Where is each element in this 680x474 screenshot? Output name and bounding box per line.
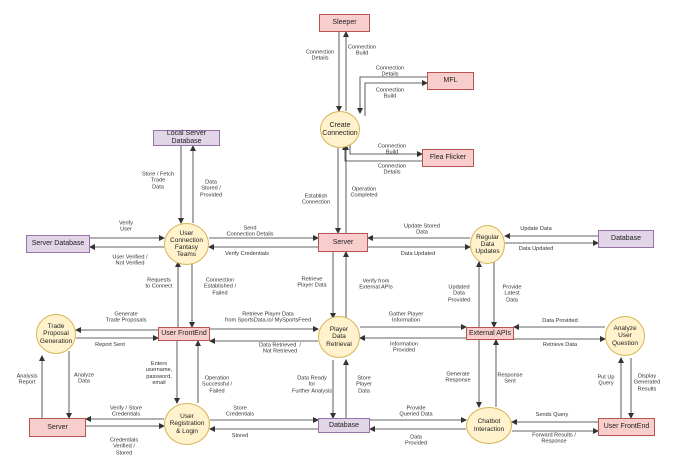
edge-create-to-flea (349, 145, 423, 157)
edge-label: Data Ready for Further Analysis (291, 375, 333, 395)
edge-label: Retrieve Data (542, 341, 578, 348)
user-connection-process[interactable]: User Connection Fantasy Teams (164, 223, 209, 265)
edge-label: Data Retrieved / Not Retrieved (259, 342, 301, 355)
edge-label: Establish Connection (301, 193, 331, 206)
trade-proposal-process[interactable]: Trade Proposal Generation (36, 314, 76, 354)
edge-label: Updated Data Provided (447, 284, 471, 304)
edge-label: Operation Successful / Failed (201, 375, 233, 395)
local-server-database-node[interactable]: Local Server Database (153, 130, 220, 146)
edge-label: Report Sent (95, 341, 125, 348)
server-bottom-node[interactable]: Server (29, 418, 86, 437)
edge-mfl-to-create (357, 76, 427, 114)
edge-label: Display Generated Results (633, 373, 661, 393)
edge-label: Connection Details (375, 65, 405, 78)
mfl-node[interactable]: MFL (427, 72, 474, 90)
edge-label: Verify / Store Credentials (109, 405, 143, 418)
edge-label: Connection Details (377, 163, 407, 176)
sleeper-node[interactable]: Sleeper (319, 14, 370, 32)
server-database-node[interactable]: Server Database (26, 235, 90, 253)
edge-label: Store Player Data (356, 375, 372, 395)
create-connection-process[interactable]: Create Connection (320, 111, 360, 148)
edge-label: Analysis Report (16, 373, 38, 386)
edge-create-to-mfl (364, 80, 428, 116)
edge-label: Retrieve Player Data (297, 276, 327, 289)
edge-label: User Verified / Not Verified (112, 254, 148, 267)
edge-label: Connection Build (347, 44, 377, 57)
edge-label: Generate Response (445, 371, 471, 384)
edge-label: Provide Latest Data (502, 284, 522, 304)
edge-label: Gather Player Information (388, 311, 424, 324)
edge-label: Data Provided (404, 434, 428, 447)
edge-label: Put Up Query (597, 374, 615, 387)
edge-label: Update Data (520, 225, 552, 232)
edge-label: Connection Established / Failed (203, 277, 237, 297)
edge-label: Data Provided (542, 317, 578, 324)
edge-label: Information Provided (390, 341, 418, 354)
edge-label: Connection Details (305, 49, 335, 62)
player-data-retrieval-process[interactable]: Player Data Retrieval (318, 316, 360, 358)
edge-label: Verify from External APIs (359, 278, 393, 291)
edge-label: Provide Queried Data (399, 405, 433, 418)
edge-label: Update Stored Data (403, 223, 441, 236)
server-top-node[interactable]: Server (318, 233, 368, 252)
edge-label: Operation Completed (350, 186, 378, 199)
edge-label: Analyze Data (74, 372, 94, 385)
chatbot-interaction-process[interactable]: Chatbot Interaction (466, 407, 512, 444)
edge-label: Data Updated (518, 245, 554, 252)
edge-label: Sends Query (535, 411, 569, 418)
edge-label: Connection Build (375, 87, 405, 100)
database-bottom-node[interactable]: Database (318, 418, 370, 433)
user-registration-process[interactable]: User Registration & Login (164, 403, 210, 445)
edge-label: Requests to Connect (145, 277, 173, 290)
edge-label: Enters username, password, email (145, 361, 173, 387)
edge-label: Send Connection Details (226, 225, 274, 238)
edge-label: Retrieve Player Data from SportsData.io/… (224, 311, 312, 324)
edge-label: Credentials Verified / Stored (109, 437, 139, 457)
edge-flea-to-create (342, 144, 422, 162)
edge-label: Response Sent (497, 372, 523, 385)
edge-label: Forward Results / Response (532, 432, 576, 445)
edge-label: Verify User (119, 220, 133, 233)
analyze-user-question-process[interactable]: Analyze User Question (605, 316, 645, 356)
edge-label: Data Stored / Provided (199, 179, 223, 199)
flea-flicker-node[interactable]: Flea Flicker (422, 149, 474, 167)
edge-label: Store Credentials (225, 405, 255, 418)
regular-data-updates-process[interactable]: Regular Data Updates (470, 225, 505, 264)
edge-label: Connection Build (377, 143, 407, 156)
user-frontend-mid-node[interactable]: User FrontEnd (158, 327, 210, 341)
edge-label: Verify Credentials (225, 250, 269, 257)
edge-label: Stored (231, 432, 249, 439)
database-right-node[interactable]: Database (598, 230, 654, 248)
edge-label: Data Updated (400, 250, 436, 257)
edge-label: Generate Trade Proposals (105, 311, 147, 324)
external-apis-node[interactable]: External APIs (466, 327, 514, 340)
user-frontend-right-node[interactable]: User FrontEnd (598, 418, 655, 436)
edge-label: Store / Fetch Trade Data (141, 171, 175, 191)
